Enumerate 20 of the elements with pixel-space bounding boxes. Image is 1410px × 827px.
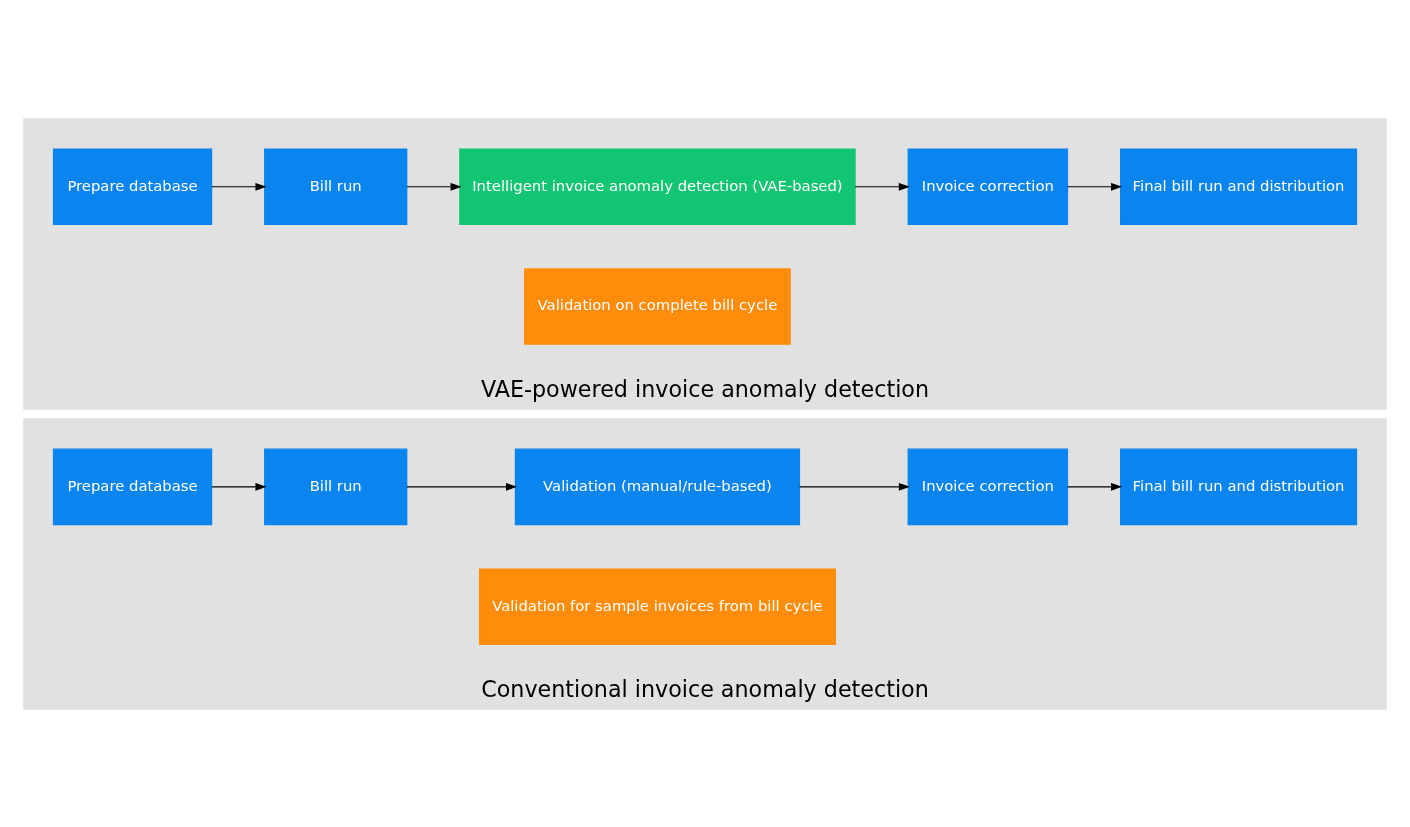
node-box: Prepare database: [52, 147, 213, 225]
node-box: Final bill run and distribution: [1120, 448, 1358, 525]
node-box: Intelligent invoice anomaly detection (VAE-based): [459, 147, 856, 225]
arrow: [799, 482, 910, 491]
arrow: [854, 182, 910, 191]
node-box: Bill run: [264, 448, 408, 525]
arrow: [211, 182, 267, 191]
arrow: [211, 482, 267, 491]
node-box: Validation (manual/rule-based): [514, 448, 801, 525]
arrow: [1067, 182, 1123, 191]
arrow: [406, 182, 462, 191]
arrow: [406, 482, 518, 491]
arrow: [1067, 482, 1123, 491]
node-box: Validation on complete bill cycle: [524, 267, 791, 345]
node-box: Bill run: [264, 147, 408, 225]
node-box: Invoice correction: [907, 448, 1069, 525]
node-box: Invoice correction: [907, 147, 1069, 225]
node-box: Prepare database: [52, 448, 213, 525]
node-box: Validation for sample invoices from bill cycle: [479, 567, 836, 645]
node-box: Final bill run and distribution: [1120, 147, 1358, 225]
